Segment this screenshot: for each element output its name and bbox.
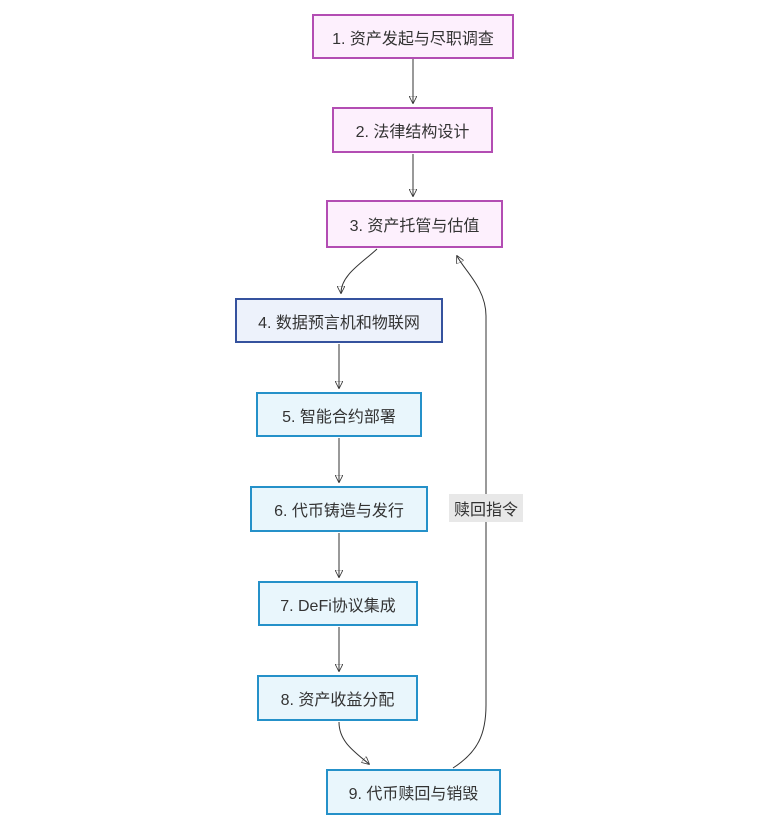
flow-node-4-oracle-iot: 4. 数据预言机和物联网 [235,298,443,343]
flow-node-3-custody-valuation: 3. 资产托管与估值 [326,200,503,248]
edge-8-9 [338,721,369,764]
flow-node-5-smart-contract: 5. 智能合约部署 [256,392,422,437]
flow-node-1-asset-origination: 1. 资产发起与尽职调查 [312,14,514,59]
flow-node-6-token-minting: 6. 代币铸造与发行 [250,486,428,532]
flow-node-9-redeem-burn: 9. 代币赎回与销毁 [326,769,501,815]
edge-label-redemption-order: 赎回指令 [448,494,524,522]
flow-node-7-defi-integration: 7. DeFi协议集成 [258,581,418,626]
flow-node-8-yield-distribution: 8. 资产收益分配 [257,675,418,721]
flow-node-2-legal-structure: 2. 法律结构设计 [332,107,493,153]
edge-3-4 [341,248,378,293]
